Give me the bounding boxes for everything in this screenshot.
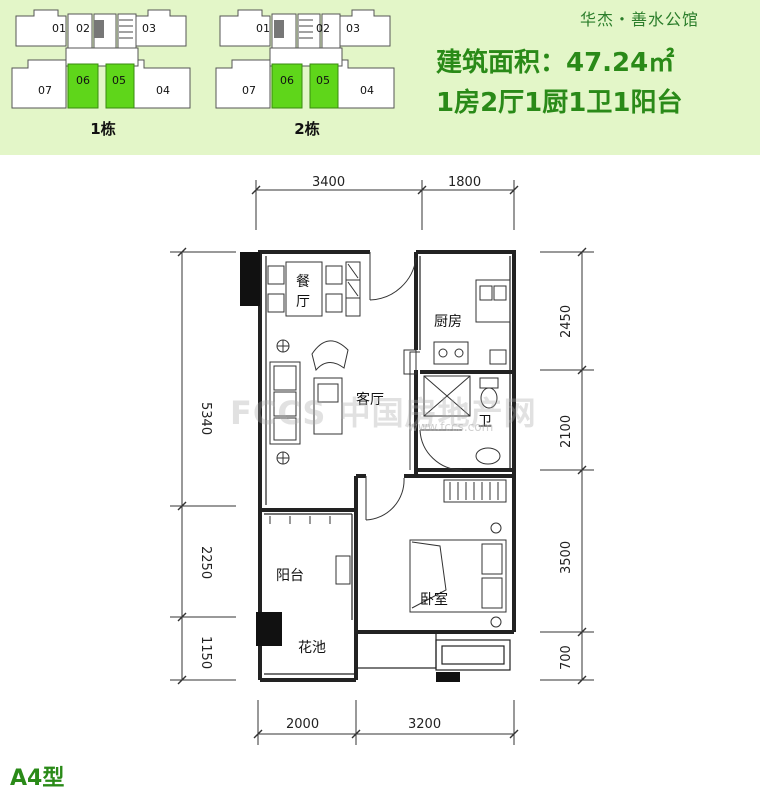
dim-right-4: 700	[559, 645, 574, 670]
watermark-logo: FCCS 中国房地产网	[230, 394, 537, 432]
kp2-unit-04: 04	[360, 84, 374, 97]
dim-right-3: 3500	[559, 541, 574, 574]
kp2-unit-05: 05	[316, 74, 330, 87]
room-balcony-label: 阳台	[276, 568, 304, 584]
kp2-unit-07: 07	[242, 84, 256, 97]
dim-left-3: 1150	[198, 636, 213, 669]
dim-bottom-left: 2000	[286, 717, 319, 732]
keyplan-2-label: 2栋	[294, 120, 320, 138]
dim-top-right: 1800	[448, 175, 481, 190]
room-dining-label: 餐 厅	[296, 274, 314, 310]
kp2-unit-01: 01	[256, 22, 270, 35]
watermark-url: www.fccs.com	[408, 420, 494, 434]
dim-left-2: 2250	[198, 546, 213, 579]
kp1-unit-06: 06	[76, 74, 90, 87]
unit-layout: 1房2厅1厨1卫1阳台	[436, 88, 683, 118]
project-brand: 华杰・善水公馆	[580, 10, 700, 29]
kp2-unit-06: 06	[280, 74, 294, 87]
kp1-unit-03: 03	[142, 22, 156, 35]
kp1-unit-04: 04	[156, 84, 170, 97]
room-garden-label: 花池	[298, 640, 326, 656]
dim-right-1: 2450	[559, 305, 574, 338]
room-living-label: 客厅	[356, 391, 384, 408]
dim-left-1: 5340	[198, 402, 213, 435]
room-kitchen-label: 厨房	[434, 314, 462, 330]
dim-bottom-right: 3200	[408, 717, 441, 732]
dim-top-left: 3400	[312, 175, 345, 190]
room-dining-label-line1: 餐	[296, 274, 310, 290]
keyplan-building-2: 01 02 03 04 05 06 07	[212, 6, 402, 118]
dimension-lines	[170, 180, 594, 745]
keyplan-building-1: 01 02 03 04 05 06 07	[8, 6, 198, 118]
kp2-unit-03: 03	[346, 22, 360, 35]
walls	[258, 250, 516, 682]
kp1-unit-02: 02	[76, 22, 90, 35]
unit-type-label: A4型	[10, 766, 65, 791]
kp2-unit-02: 02	[316, 22, 330, 35]
kp1-unit-01: 01	[52, 22, 66, 35]
dim-right-2: 2100	[559, 415, 574, 448]
room-bath-label: 卫	[478, 414, 492, 430]
room-bedroom-label: 卧室	[420, 591, 448, 608]
kp1-unit-05: 05	[112, 74, 126, 87]
room-dining-label-line2: 厅	[296, 294, 310, 310]
kp1-unit-07: 07	[38, 84, 52, 97]
building-area: 建筑面积：47.24㎡	[436, 48, 675, 78]
keyplan-1-label: 1栋	[90, 120, 116, 138]
header-banner: 01 02 03 04 05 06 07 1栋	[0, 0, 760, 155]
